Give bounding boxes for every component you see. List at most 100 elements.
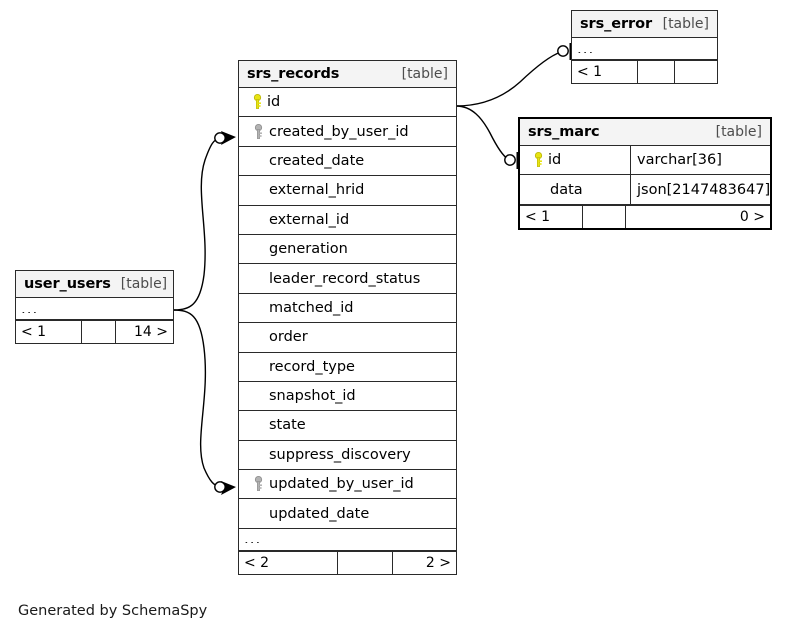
footer-children-srs-error[interactable] bbox=[675, 61, 717, 83]
column-label-created-date: created_date bbox=[269, 152, 365, 169]
table-node-srs-records[interactable]: srs_records [table] id created_by_user_i… bbox=[238, 60, 457, 575]
edge-user-users-to-created-by-user-id bbox=[173, 137, 220, 311]
column-label-matched-id: matched_id bbox=[269, 299, 354, 316]
footer-children-srs-records[interactable]: 2 > bbox=[425, 554, 451, 571]
column-name-cell-external-hrid: external_hrid bbox=[239, 182, 456, 198]
column-row-id[interactable]: id bbox=[239, 88, 456, 118]
column-label-srs-marc-id: id bbox=[548, 152, 562, 169]
column-row-external-hrid[interactable]: external_hrid bbox=[239, 176, 456, 206]
ellipsis-label: ... bbox=[21, 305, 38, 313]
table-header-srs-marc: srs_marc [table] bbox=[520, 119, 770, 146]
column-label-record-type: record_type bbox=[269, 358, 355, 375]
column-name-cell-created-date: created_date bbox=[239, 153, 456, 169]
more-columns-cell: ... bbox=[572, 45, 717, 53]
footer-children-srs-marc[interactable]: 0 > bbox=[739, 208, 765, 225]
table-kind-srs-records: [table] bbox=[401, 65, 448, 82]
column-label-order: order bbox=[269, 329, 308, 346]
ellipsis-label: ... bbox=[244, 535, 261, 543]
column-label-suppress-discovery: suppress_discovery bbox=[269, 446, 411, 463]
foreign-key-icon bbox=[247, 476, 269, 492]
column-row-record-type[interactable]: record_type bbox=[239, 353, 456, 382]
table-kind-srs-error: [table] bbox=[662, 15, 709, 32]
footer-middle-srs-error bbox=[637, 61, 675, 83]
footer-parents-srs-records[interactable]: < 2 bbox=[244, 554, 270, 571]
column-label-leader-record-status: leader_record_status bbox=[269, 270, 421, 287]
column-name-cell-updated-date: updated_date bbox=[239, 506, 456, 522]
table-kind-srs-marc: [table] bbox=[715, 123, 762, 140]
foreign-key-icon bbox=[247, 123, 269, 140]
column-row-created-by-user-id[interactable]: created_by_user_id bbox=[239, 117, 456, 147]
table-node-srs-error[interactable]: srs_error [table] ... < 1 bbox=[571, 10, 718, 84]
table-header-user-users: user_users [table] bbox=[16, 271, 173, 298]
column-name-cell-srs-marc-data: data bbox=[520, 182, 630, 198]
column-row-external-id[interactable]: external_id bbox=[239, 206, 456, 235]
column-name-cell-snapshot-id: snapshot_id bbox=[239, 388, 456, 404]
column-label-id: id bbox=[267, 94, 281, 111]
column-label-srs-marc-data: data bbox=[550, 181, 583, 198]
column-label-created-by-user-id: created_by_user_id bbox=[269, 123, 409, 140]
column-name-cell-updated-by-user-id: updated_by_user_id bbox=[239, 476, 456, 492]
table-title-srs-error: srs_error bbox=[580, 15, 653, 32]
table-footer-srs-records: < 2 2 > bbox=[239, 550, 456, 574]
more-columns-cell: ... bbox=[239, 535, 456, 543]
table-node-user-users[interactable]: user_users [table] ... < 1 14 > bbox=[15, 270, 174, 344]
column-name-cell-created-by-user-id: created_by_user_id bbox=[239, 124, 456, 140]
table-title-srs-marc: srs_marc bbox=[528, 123, 600, 140]
column-label-snapshot-id: snapshot_id bbox=[269, 388, 356, 405]
table-node-srs-marc[interactable]: srs_marc [table] id varchar[36] data jso… bbox=[518, 117, 772, 230]
footer-children-user-users[interactable]: 14 > bbox=[134, 324, 168, 340]
column-name-cell-external-id: external_id bbox=[239, 212, 456, 228]
column-row-created-date[interactable]: created_date bbox=[239, 147, 456, 177]
column-row-updated-date[interactable]: updated_date bbox=[239, 499, 456, 529]
footer-middle-srs-records bbox=[337, 551, 393, 574]
table-header-srs-error: srs_error [table] bbox=[572, 11, 717, 38]
crowfoot-markers bbox=[221, 131, 236, 495]
table-title-user-users: user_users bbox=[24, 275, 111, 292]
table-footer-srs-error: < 1 bbox=[572, 60, 717, 83]
footer-parents-user-users[interactable]: < 1 bbox=[21, 324, 47, 340]
column-row-srs-marc-id[interactable]: id varchar[36] bbox=[520, 146, 770, 176]
column-row-srs-marc-data[interactable]: data json[2147483647] bbox=[520, 175, 770, 205]
column-label-state: state bbox=[269, 417, 306, 434]
column-name-cell-order: order bbox=[239, 329, 456, 345]
footer-middle-srs-marc bbox=[582, 205, 626, 228]
table-footer-srs-marc: < 1 0 > bbox=[520, 204, 770, 228]
more-columns-indicator-srs-error[interactable]: ... bbox=[572, 38, 717, 60]
more-columns-indicator-srs-records[interactable]: ... bbox=[239, 529, 456, 551]
column-row-order[interactable]: order bbox=[239, 323, 456, 353]
table-header-srs-records: srs_records [table] bbox=[239, 61, 456, 88]
crowfoot-updated-by-user-id bbox=[221, 481, 236, 495]
column-row-snapshot-id[interactable]: snapshot_id bbox=[239, 382, 456, 412]
column-row-leader-record-status[interactable]: leader_record_status bbox=[239, 264, 456, 294]
generated-by-caption: Generated by SchemaSpy bbox=[18, 603, 208, 619]
crowfoot-created-by-user-id bbox=[221, 131, 236, 145]
column-row-generation[interactable]: generation bbox=[239, 235, 456, 265]
footer-parents-srs-error[interactable]: < 1 bbox=[577, 64, 603, 80]
column-name-cell-leader-record-status: leader_record_status bbox=[239, 271, 456, 287]
table-footer-user-users: < 1 14 > bbox=[16, 320, 173, 343]
more-columns-indicator-user-users[interactable]: ... bbox=[16, 298, 173, 320]
column-label-generation: generation bbox=[269, 241, 348, 258]
column-name-cell-id: id bbox=[239, 94, 456, 110]
column-label-external-hrid: external_hrid bbox=[269, 182, 365, 199]
column-name-cell-record-type: record_type bbox=[239, 359, 456, 375]
circle-created-by-user-id bbox=[214, 132, 226, 144]
circle-srs-marc bbox=[504, 154, 516, 166]
edge-user-users-to-updated-by-user-id bbox=[173, 309, 220, 488]
column-name-cell-suppress-discovery: suppress_discovery bbox=[239, 447, 456, 463]
column-row-updated-by-user-id[interactable]: updated_by_user_id bbox=[239, 470, 456, 500]
circle-srs-error bbox=[557, 45, 569, 57]
column-type-srs-marc-id: varchar[36] bbox=[630, 146, 770, 175]
column-row-suppress-discovery[interactable]: suppress_discovery bbox=[239, 441, 456, 471]
primary-key-icon bbox=[247, 94, 267, 110]
column-label-updated-by-user-id: updated_by_user_id bbox=[269, 476, 414, 493]
ellipsis-label: ... bbox=[577, 45, 594, 53]
table-kind-user-users: [table] bbox=[120, 275, 168, 292]
footer-middle-user-users bbox=[81, 321, 116, 343]
column-row-matched-id[interactable]: matched_id bbox=[239, 294, 456, 324]
column-name-cell-generation: generation bbox=[239, 241, 456, 257]
table-title-srs-records: srs_records bbox=[247, 65, 340, 82]
footer-parents-srs-marc[interactable]: < 1 bbox=[525, 208, 551, 225]
column-row-state[interactable]: state bbox=[239, 411, 456, 441]
